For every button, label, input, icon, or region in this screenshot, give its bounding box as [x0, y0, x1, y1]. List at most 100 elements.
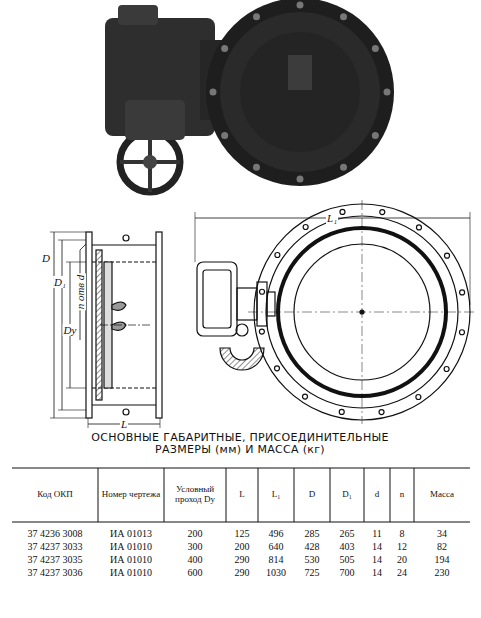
table-cell: 725: [292, 567, 332, 578]
drawing-stroke: [86, 232, 92, 418]
drawing-stroke: [303, 394, 308, 399]
table-header: Номер чертежа: [100, 490, 162, 500]
drawing-stroke: [123, 235, 129, 241]
table-cell: 20: [388, 554, 416, 565]
drawing-stroke: [112, 322, 126, 330]
drawing-stroke: [236, 324, 248, 336]
drawing-stroke: [380, 210, 385, 215]
table-cell: 125: [224, 528, 260, 539]
table-header: Код ОКП: [14, 490, 96, 500]
table-cell: 37 4237 3033: [10, 541, 100, 552]
drawing-stroke: [253, 164, 260, 171]
drawing-stroke: [372, 132, 379, 139]
table-cell: 82: [412, 541, 472, 552]
drawing-stroke: [58, 410, 86, 411]
drawing-stroke: [260, 289, 265, 294]
table-header: n: [392, 490, 412, 500]
table-header: d: [366, 490, 388, 500]
table-cell: 505: [328, 554, 366, 565]
table-cell: 24: [388, 567, 416, 578]
drawing-stroke: [414, 468, 415, 522]
table-cell: ИА 01010: [96, 554, 166, 565]
drawing-stroke: [195, 212, 196, 262]
table-cell: 200: [224, 541, 260, 552]
table-cell: 230: [412, 567, 472, 578]
drawing-stroke: [294, 468, 295, 522]
drawing-stroke: [445, 253, 450, 258]
drawing-stroke: [340, 164, 347, 171]
table-cell: ИА 01013: [96, 528, 166, 539]
drawing-stroke: [12, 468, 470, 469]
table-header: L: [228, 490, 256, 500]
table-title: ОСНОВНЫЕ ГАБАРИТНЫЕ, ПРИСОЕДИНИТЕЛЬНЫЕ Р…: [70, 432, 410, 456]
table-cell: 14: [362, 541, 392, 552]
drawing-stroke: [416, 395, 421, 400]
drawing-stroke: [416, 225, 421, 230]
drawing-stroke: [390, 468, 391, 522]
drawing-stroke: [303, 224, 308, 229]
drawing-stroke: [364, 468, 365, 522]
drawing-stroke: [258, 468, 259, 522]
table-header: Условный проход Dу: [166, 485, 224, 505]
drawing-stroke: [220, 12, 380, 172]
drawing-stroke: [123, 409, 129, 415]
drawing-stroke: [66, 262, 86, 263]
drawing-stroke: [340, 209, 345, 214]
table-cell: 1030: [256, 567, 296, 578]
drawing-stroke: [12, 522, 470, 523]
dimension-label: D: [41, 252, 51, 264]
drawing-stroke: [297, 176, 304, 183]
table-header: Масса: [416, 490, 468, 500]
table-header: D: [296, 490, 328, 500]
drawing-stroke: [339, 409, 344, 414]
table-cell: 530: [292, 554, 332, 565]
drawing-stroke: [100, 325, 150, 326]
drawing-stroke: [156, 232, 162, 418]
table-cell: ИА 01010: [96, 541, 166, 552]
table-cell: 640: [256, 541, 296, 552]
table-cell: 265: [328, 528, 366, 539]
drawing-stroke: [125, 100, 185, 140]
drawing-stroke: [112, 302, 126, 310]
drawing-stroke: [160, 418, 161, 428]
drawing-stroke: [372, 45, 379, 52]
drawing-stroke: [460, 290, 465, 295]
table-cell: 12: [388, 541, 416, 552]
table-cell: 37 4237 3036: [10, 567, 100, 578]
table-rules: [12, 468, 470, 522]
table-cell: 200: [162, 528, 228, 539]
drawing-stroke: [288, 55, 312, 90]
drawing-stroke: [340, 13, 347, 20]
table-cell: 700: [328, 567, 366, 578]
drawing-stroke: [203, 270, 231, 328]
dimension-label: n отв d: [74, 274, 86, 311]
drawing-stroke: [58, 240, 86, 241]
table-header: D₁: [332, 490, 362, 500]
table-header: L₁: [260, 490, 292, 500]
table-cell: 600: [162, 567, 228, 578]
drawing-stroke: [92, 244, 156, 245]
drawing-stroke: [197, 262, 237, 336]
drawing-stroke: [459, 330, 464, 335]
table-cell: 400: [162, 554, 228, 565]
dimension-label: L: [120, 418, 128, 430]
drawing-stroke: [164, 468, 165, 522]
drawing-stroke: [240, 32, 360, 152]
table-cell: 14: [362, 567, 392, 578]
table-cell: 194: [412, 554, 472, 565]
drawing-stroke: [88, 418, 89, 428]
drawing-stroke: [221, 45, 228, 52]
table-cell: 814: [256, 554, 296, 565]
drawing-stroke: [248, 312, 476, 313]
table-cell: 8: [388, 528, 416, 539]
table-cell: 11: [362, 528, 392, 539]
drawing-stroke: [330, 468, 331, 522]
drawing-stroke: [470, 212, 471, 305]
drawing-stroke: [143, 155, 157, 169]
drawing-stroke: [253, 13, 260, 20]
drawing-stroke: [275, 253, 280, 258]
drawing-stroke: [120, 132, 180, 192]
dimension-label: Dу: [63, 324, 78, 336]
drawing-stroke: [54, 232, 55, 418]
